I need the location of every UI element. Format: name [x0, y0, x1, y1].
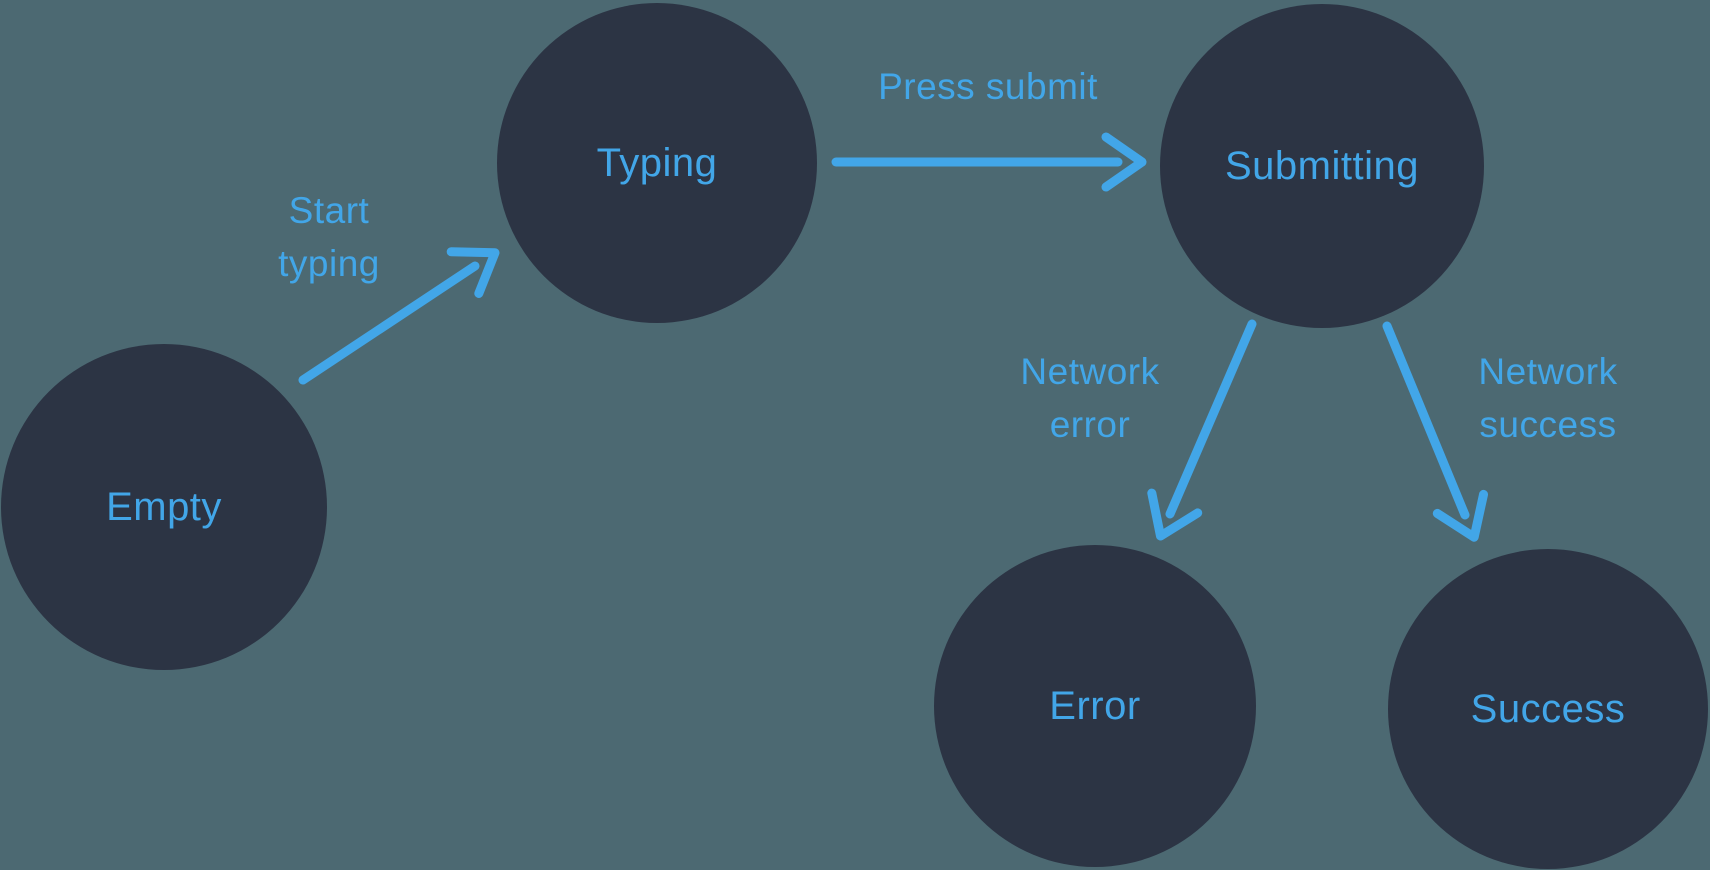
transition-label-line: error [1049, 404, 1131, 445]
transition-label-line: success [1479, 404, 1617, 445]
transition-label-press-submit: Press submit [838, 60, 1138, 113]
state-error: Error [934, 545, 1256, 867]
transition-label-network-success: Network success [1428, 345, 1668, 451]
state-success: Success [1388, 549, 1708, 869]
transition-label-network-error: Network error [970, 345, 1210, 451]
transition-label-line: Press submit [878, 66, 1098, 107]
transition-label-line: typing [278, 243, 380, 284]
transition-label-line: Network [1020, 351, 1160, 392]
state-error-label: Error [1049, 683, 1141, 728]
state-empty: Empty [1, 344, 327, 670]
state-submitting-label: Submitting [1225, 143, 1419, 188]
state-typing-label: Typing [596, 140, 718, 185]
transition-label-line: Start [288, 190, 370, 231]
state-submitting: Submitting [1160, 4, 1484, 328]
transition-label-line: Network [1478, 351, 1618, 392]
state-empty-label: Empty [106, 484, 222, 529]
state-typing: Typing [497, 3, 817, 323]
state-success-label: Success [1470, 686, 1626, 731]
transition-label-start-typing: Start typing [209, 184, 449, 290]
